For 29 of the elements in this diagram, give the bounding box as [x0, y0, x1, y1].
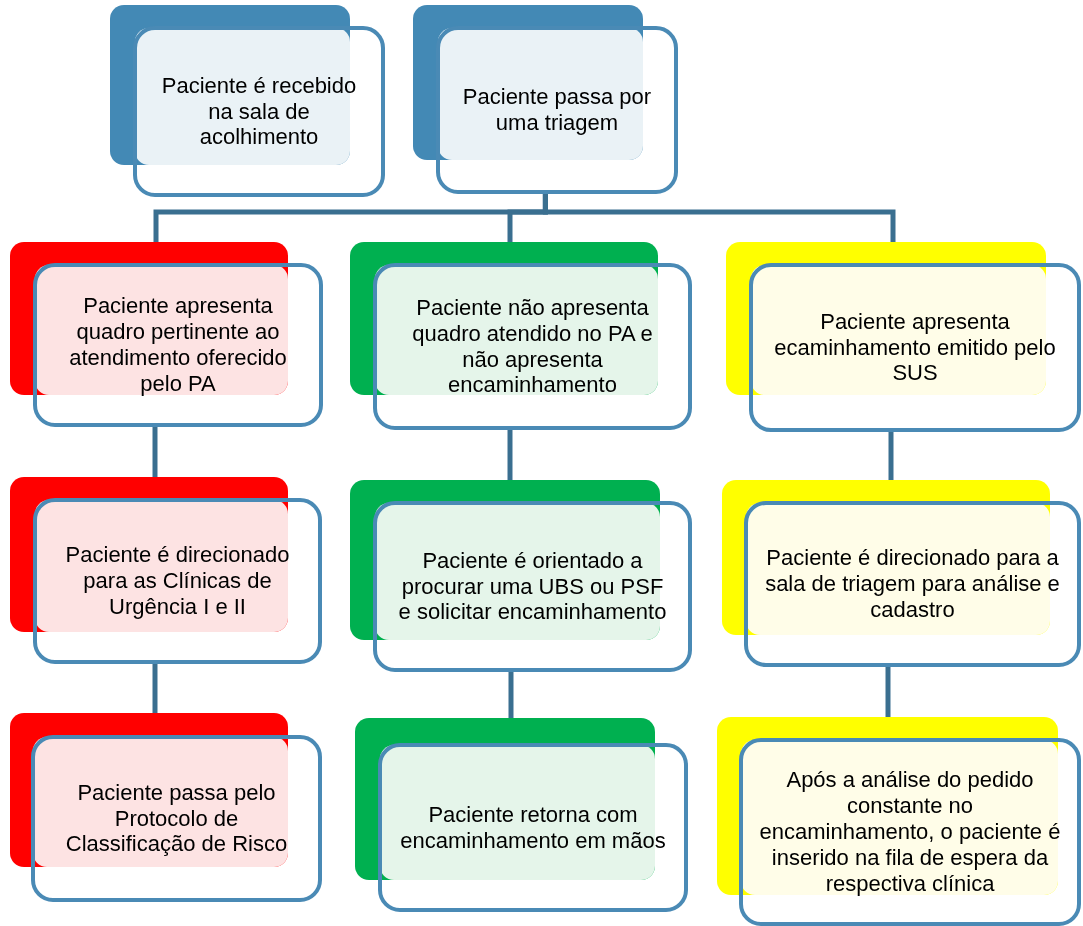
- step-text: Paciente não apresenta quadro atendido no PA e não apresenta encaminhamento: [411, 294, 654, 399]
- step-text: Paciente passa pelo Protocolo de Classificação de Risco: [64, 779, 289, 858]
- step-text: Paciente é recebido na sala de acolhimento: [160, 72, 358, 151]
- process-card: [10, 242, 321, 425]
- step-text: Paciente é direcionado para as Clínicas de Urgência I e II: [64, 542, 291, 620]
- connector-line: [508, 670, 514, 718]
- process-card: [10, 713, 320, 900]
- connector-line: [885, 665, 891, 717]
- process-card: [355, 718, 686, 910]
- step-text: Paciente é direcionado para a sala de triagem para análise e cadastro: [764, 545, 1061, 623]
- step-text: Paciente passa por uma triagem: [461, 84, 653, 136]
- process-card: [722, 480, 1079, 665]
- process-card: [110, 5, 383, 195]
- process-card: [10, 477, 320, 662]
- step-text: Paciente apresenta ecaminhamento emitido pelo SUS: [773, 308, 1057, 387]
- process-card: [350, 242, 690, 428]
- process-card: [413, 5, 676, 192]
- step-text: Paciente é orientado a procurar uma UBS ou PSF e solicitar encaminhamento: [397, 547, 668, 626]
- connector-line: [542, 192, 896, 242]
- connector-line: [152, 425, 158, 477]
- process-card: [717, 717, 1079, 924]
- step-text: Paciente retorna com encaminhamento em mãos: [399, 801, 667, 854]
- connector-line: [507, 428, 513, 480]
- step-text: Paciente apresenta quadro pertinente ao atendimento oferecido pelo PA: [68, 293, 288, 397]
- process-card: [726, 242, 1079, 430]
- process-card: [350, 480, 690, 670]
- step-text: Após a análise do pedido constante no encaminhamento, o paciente é inserido na fila de espera da respectiva clínica: [759, 767, 1061, 897]
- connector-line: [152, 662, 158, 713]
- connector-line: [888, 430, 894, 480]
